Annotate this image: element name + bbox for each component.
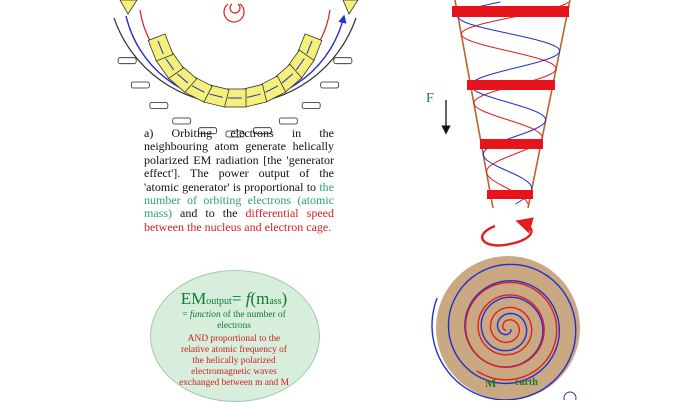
atomic-generator-diagram — [113, 0, 359, 138]
terminal-clip — [198, 127, 217, 135]
eq-function: f — [245, 289, 251, 308]
terminal-clip — [117, 57, 137, 65]
terminal-clip — [333, 57, 353, 65]
coil-winding — [209, 93, 223, 98]
eq-line-3: AND proportional to the — [187, 334, 281, 344]
caption-part2: and to the — [172, 206, 246, 221]
coil-winding — [176, 73, 189, 84]
equation-title: EMoutput= f(mass) — [150, 289, 318, 309]
force-label: F — [426, 91, 434, 106]
eq-output-sub: output — [206, 296, 232, 307]
terminal-clip — [301, 102, 321, 109]
eq-mass-sub: ass — [269, 296, 282, 307]
caption-green: the number of orbiting electrons (atomic… — [144, 179, 334, 221]
eq-line-4: relative atomic frequency of — [181, 345, 287, 355]
eq-equals: = — [231, 289, 246, 308]
red-band-4 — [487, 190, 533, 199]
stator-coil — [240, 83, 268, 108]
small-orbit-m — [563, 391, 577, 400]
terminal-clip — [130, 81, 150, 89]
stator-coil — [147, 33, 174, 62]
terminal-clip — [320, 81, 340, 89]
mass-M-label: M — [485, 376, 497, 390]
eq-line-6: electromagnetic waves — [191, 367, 277, 377]
earth-disk — [436, 256, 580, 400]
terminal-clip — [149, 102, 169, 109]
stator-terminals — [117, 57, 353, 138]
coil-winding — [281, 73, 294, 84]
coil-winding — [265, 85, 279, 93]
caption-text: a) Orbiting electrons in the neighbourin… — [144, 126, 334, 234]
eq-mass-close: ) — [281, 289, 288, 308]
rotation-arrow — [481, 217, 534, 247]
eq-line-2: electrons — [217, 321, 251, 331]
yellow-pointer-right — [342, 0, 359, 15]
red-spiral — [464, 281, 558, 381]
terminal-clip — [253, 127, 272, 135]
coil-winding — [306, 40, 313, 55]
eq-line-5: the helically polarized — [192, 356, 276, 366]
coil-winding — [157, 40, 164, 55]
eq-mass-open: (m — [250, 289, 270, 308]
red-band-2 — [467, 80, 555, 90]
coil-winding — [165, 58, 175, 71]
eq-line1-function: function — [189, 310, 221, 320]
terminal-clip — [172, 117, 192, 125]
coil-winding — [247, 93, 261, 98]
core-spiral — [223, 3, 245, 23]
eq-em: EM — [180, 289, 207, 308]
earth-spiral-diagram — [431, 256, 580, 400]
red-band-3 — [480, 139, 543, 149]
cone-right-edge — [527, 0, 571, 209]
eq-line1-prefix: = — [182, 310, 190, 320]
stator-coils — [147, 33, 323, 108]
equation-bubble — [150, 270, 320, 402]
helix-windings — [457, 1, 569, 205]
eq-line-1: = function of the number of — [150, 310, 318, 321]
caption-part1: a) Orbiting electrons in the neighbourin… — [144, 126, 334, 194]
yellow-pointer-left — [119, 0, 138, 15]
terminal-clip — [278, 117, 298, 125]
terminal-clip — [225, 130, 245, 138]
eq-line-7: exchanged between m and M — [179, 378, 289, 388]
red-helix — [460, 1, 569, 205]
coil-winding — [191, 85, 205, 93]
red-band-1 — [452, 6, 569, 17]
caption-red: differential speed between the nucleus a… — [144, 206, 334, 234]
coil-winding — [295, 58, 305, 71]
helical-funnel-diagram — [441, 0, 571, 209]
eq-line1-rest: of the number of — [220, 310, 286, 320]
blue-helix — [457, 1, 560, 205]
earth-label: earth — [515, 377, 538, 388]
